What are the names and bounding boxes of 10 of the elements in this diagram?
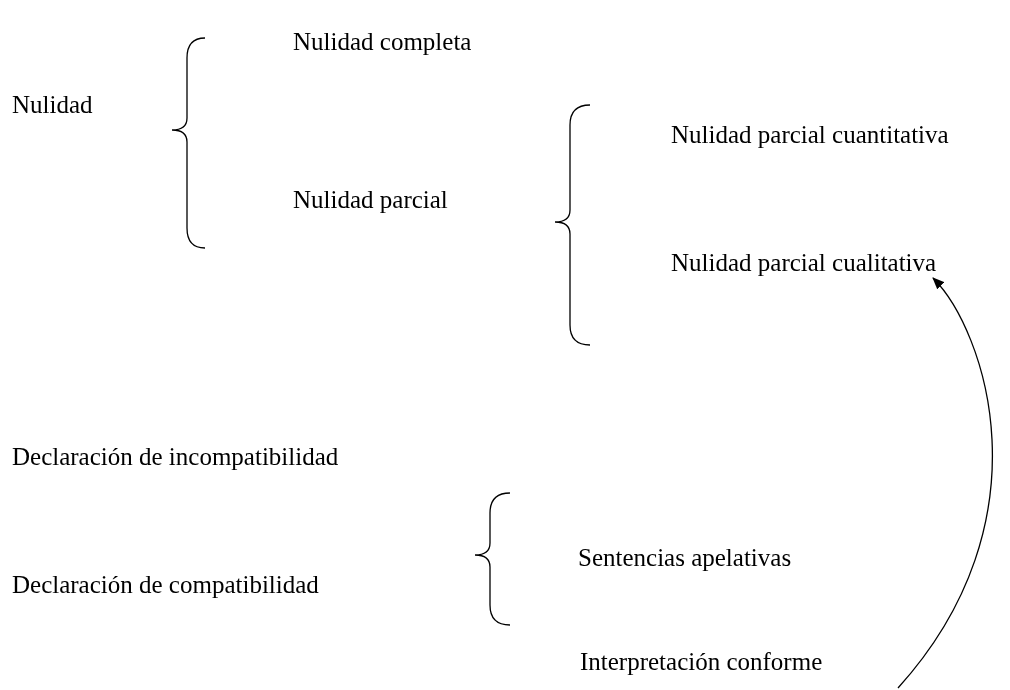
term-label: Nulidad parcial cuantitativa [671, 120, 949, 150]
term-label: Interpretación conforme [580, 647, 823, 677]
term-label: Nulidad completa [293, 27, 472, 57]
term-label: Declaración de incompatibilidad [12, 442, 339, 472]
term-label: Nulidad parcial [293, 185, 448, 215]
arrow [897, 277, 993, 689]
term-label: Sentencias apelativas [578, 543, 792, 573]
term-label: Nulidad parcial cualitativa [671, 248, 937, 278]
term-label: Declaración de compatibilidad [12, 570, 319, 600]
term-label: Nulidad [12, 90, 93, 120]
